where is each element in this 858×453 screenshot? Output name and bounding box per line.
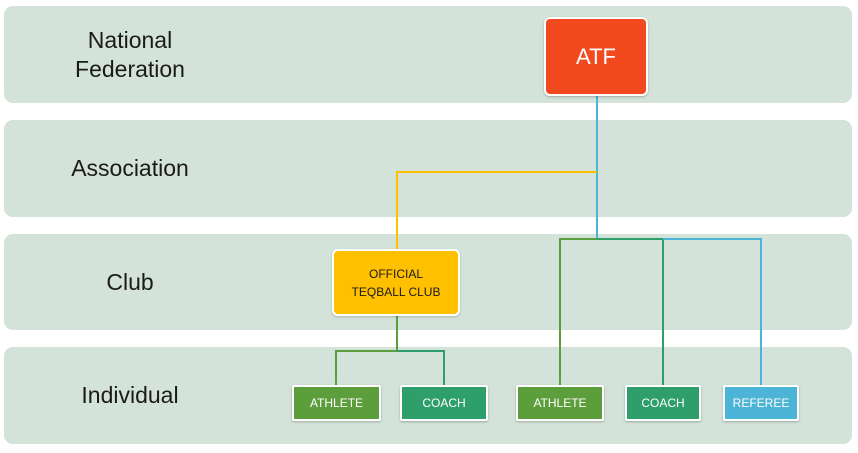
level-label-association: Association	[71, 155, 189, 181]
connector-to-direct-coach	[597, 238, 664, 385]
club-coach-node: COACH	[400, 385, 488, 421]
connector-to-direct-athlete	[559, 238, 597, 385]
atf-node: ATF	[544, 17, 648, 96]
connector-association-to-club	[396, 171, 597, 249]
club-label-line: OFFICIAL	[368, 266, 423, 281]
level-label-club: Club	[106, 269, 154, 295]
connector-club-to-coach	[397, 350, 445, 385]
connector-to-direct-referee	[663, 238, 762, 385]
level-band-association	[4, 120, 852, 217]
level-label-individual: Individual	[81, 382, 179, 408]
level-band-national-federation	[4, 6, 852, 103]
level-label-line: Federation	[75, 56, 185, 82]
direct-athlete-node: ATHLETE	[516, 385, 604, 421]
level-label-line: National	[87, 27, 173, 53]
direct-referee-node: REFEREE	[723, 385, 799, 421]
connector-club-to-athlete	[335, 316, 398, 385]
club-label-line: TEQBALL CLUB	[351, 284, 441, 299]
direct-coach-node: COACH	[625, 385, 701, 421]
level-label-national-federation: National Federation	[0, 26, 260, 84]
club-athlete-node: ATHLETE	[292, 385, 381, 421]
official-teqball-club-node: OFFICIAL TEQBALL CLUB	[332, 249, 460, 316]
